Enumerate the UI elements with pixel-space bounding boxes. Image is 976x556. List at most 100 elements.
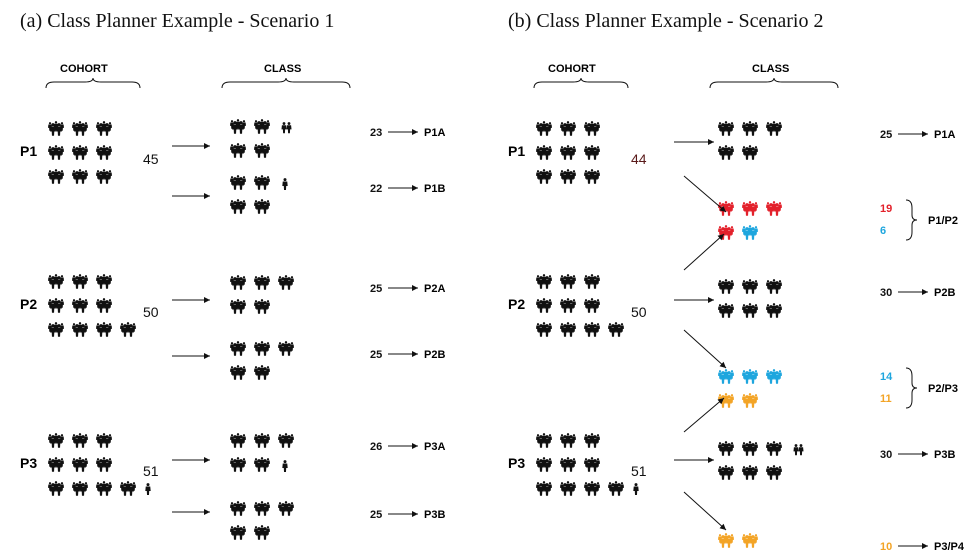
class-group-icon [230, 525, 246, 540]
class-group-icon [230, 175, 246, 190]
class-size: 10 [880, 541, 892, 553]
cohort-group-icon [536, 145, 552, 160]
cohort-label: P1 [508, 143, 525, 159]
cohort-group-icon [72, 457, 88, 472]
cohort-group-icon [536, 481, 552, 496]
class-group-icon [718, 465, 734, 480]
class-arrow [898, 451, 928, 457]
class-destination: P1A [934, 129, 955, 141]
class-group-icon [278, 433, 294, 448]
cohort-group-icon [536, 457, 552, 472]
cohort-group-icon [536, 169, 552, 184]
cohort-count: 45 [143, 151, 159, 167]
class-group-icon [254, 501, 270, 516]
cohort-group-icon [560, 457, 576, 472]
class-group-icon [742, 303, 758, 318]
cohort-group-icon [72, 145, 88, 160]
cohort-group-icon [120, 481, 136, 496]
class-destination: P3B [934, 449, 955, 461]
panel-title: (a) Class Planner Example - Scenario 1 [20, 10, 335, 32]
class-group-icon [230, 457, 246, 472]
class-arrow [388, 185, 418, 191]
class-group-icon [254, 299, 270, 314]
cohort-group-icon [72, 274, 88, 289]
class-arrow [388, 285, 418, 291]
cohort-group-icon [536, 322, 552, 337]
class-arrow [388, 129, 418, 135]
cohort-arrow [172, 193, 210, 199]
class-group-icon [254, 199, 270, 214]
cohort-arrow [683, 491, 727, 531]
class-group-icon [742, 121, 758, 136]
class-group-icon [718, 303, 734, 318]
class-arrow [898, 289, 928, 295]
cohort-brace [533, 77, 629, 89]
class-group-icon [742, 393, 758, 408]
panel-scenario-2: (b) Class Planner Example - Scenario 2 C… [488, 0, 976, 556]
cohort-arrow [683, 397, 725, 433]
cohort-arrow [172, 143, 210, 149]
cohort-group-icon [560, 322, 576, 337]
cohort-group-icon [584, 457, 600, 472]
class-group-icon [230, 275, 246, 290]
class-size: 25 [370, 283, 382, 295]
cohort-brace [45, 77, 141, 89]
cohort-group-icon [120, 322, 136, 337]
cohort-label: P2 [508, 296, 525, 312]
cohort-group-icon [584, 322, 600, 337]
cohort-group-icon [48, 322, 64, 337]
class-group-icon [742, 441, 758, 456]
cohort-label: P3 [508, 455, 525, 471]
class-destination: P1A [424, 127, 445, 139]
merge-brace [905, 367, 918, 409]
cohort-count: 44 [631, 151, 647, 167]
cohort-group-icon [584, 169, 600, 184]
cohort-group-icon [584, 121, 600, 136]
cohort-group-icon [48, 433, 64, 448]
cohort-group-icon [584, 145, 600, 160]
class-destination: P1/P2 [928, 215, 958, 227]
cohort-group-icon [72, 433, 88, 448]
class-arrow [388, 443, 418, 449]
cohort-group-icon [48, 481, 64, 496]
class-group-icon [718, 145, 734, 160]
cohort-arrow [172, 353, 210, 359]
class-header: CLASS [752, 63, 789, 75]
class-destination: P2A [424, 283, 445, 295]
cohort-group-icon [584, 298, 600, 313]
class-size: 26 [370, 441, 382, 453]
cohort-arrow [172, 509, 210, 515]
cohort-group-icon [560, 121, 576, 136]
cohort-group-icon [72, 169, 88, 184]
class-group-icon [718, 201, 734, 216]
cohort-label: P3 [20, 455, 37, 471]
class-destination: P2B [424, 349, 445, 361]
cohort-group-icon [560, 169, 576, 184]
class-group-icon [718, 369, 734, 384]
class-group-icon [254, 525, 270, 540]
class-group-icon [766, 303, 782, 318]
cohort-group-icon [48, 169, 64, 184]
cohort-group-icon [560, 298, 576, 313]
class-group-icon [766, 201, 782, 216]
panel-scenario-1: (a) Class Planner Example - Scenario 1 C… [20, 10, 445, 540]
class-single-icon [282, 178, 288, 190]
cohort-group-icon [96, 457, 112, 472]
class-size: 22 [370, 183, 382, 195]
class-group-icon [718, 441, 734, 456]
cohort-group-icon [560, 433, 576, 448]
class-group-icon [278, 275, 294, 290]
cohort-count: 51 [143, 463, 159, 479]
class-group-icon [254, 275, 270, 290]
cohort-group-icon [48, 274, 64, 289]
class-group-icon [254, 365, 270, 380]
class-single-icon [281, 122, 292, 134]
cohort-arrow [172, 457, 210, 463]
cohort-group-icon [48, 298, 64, 313]
class-group-icon [742, 279, 758, 294]
class-group-icon [230, 143, 246, 158]
cohort-group-icon [96, 322, 112, 337]
class-group-icon [718, 279, 734, 294]
class-group-icon [230, 501, 246, 516]
